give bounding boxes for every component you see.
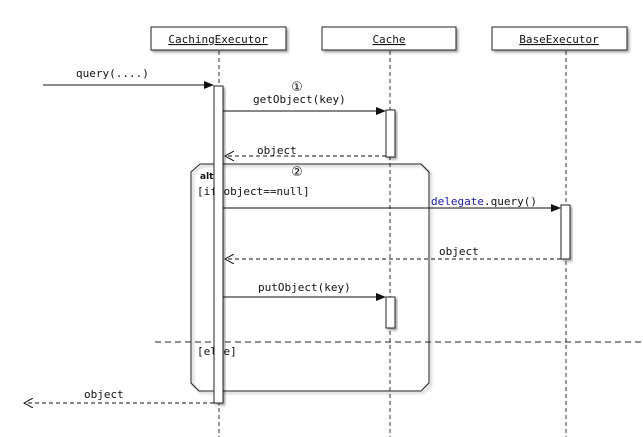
participant-label: Cache [372, 33, 405, 46]
participant-caching-executor: CachingExecutor [150, 26, 287, 51]
return-object-final: object [24, 388, 214, 403]
message-query-in: query(....) [43, 67, 214, 89]
message-put-object: putObject(key) [223, 281, 386, 301]
participant-cache: Cache [321, 26, 457, 51]
message-delegate-query: delegate.query() [223, 195, 561, 212]
svg-text:object: object [84, 388, 124, 401]
step-marker-2: ② [291, 165, 303, 180]
return-object-from-cache: object [225, 144, 386, 157]
query-call: .query() [484, 195, 537, 208]
svg-text:query(....): query(....) [76, 67, 149, 80]
svg-text:object: object [257, 144, 297, 157]
message-get-object: getObject(key) [223, 93, 386, 115]
participant-label: CachingExecutor [168, 33, 268, 46]
activation-base-executor [560, 204, 571, 260]
activation-caching-executor [213, 85, 224, 404]
alt-frame: alt [if object==null] [else] [155, 163, 643, 392]
delegate-keyword: delegate [431, 195, 484, 208]
activation-cache-get [385, 109, 396, 158]
alt-frame-label: alt [200, 172, 214, 182]
svg-text:object: object [439, 245, 479, 258]
svg-text:putObject(key): putObject(key) [258, 281, 351, 294]
participant-label: BaseExecutor [519, 33, 599, 46]
svg-text:①: ① [291, 80, 303, 95]
alt-guard-if: [if object==null] [197, 185, 310, 198]
svg-text:②: ② [291, 165, 303, 180]
return-object-from-base: object [225, 245, 561, 259]
svg-text:getObject(key): getObject(key) [253, 93, 346, 106]
activation-cache-put [385, 296, 396, 329]
step-marker-1: ① [291, 80, 303, 95]
participant-base-executor: BaseExecutor [491, 26, 628, 51]
svg-text:delegate.query(): delegate.query() [431, 195, 537, 208]
